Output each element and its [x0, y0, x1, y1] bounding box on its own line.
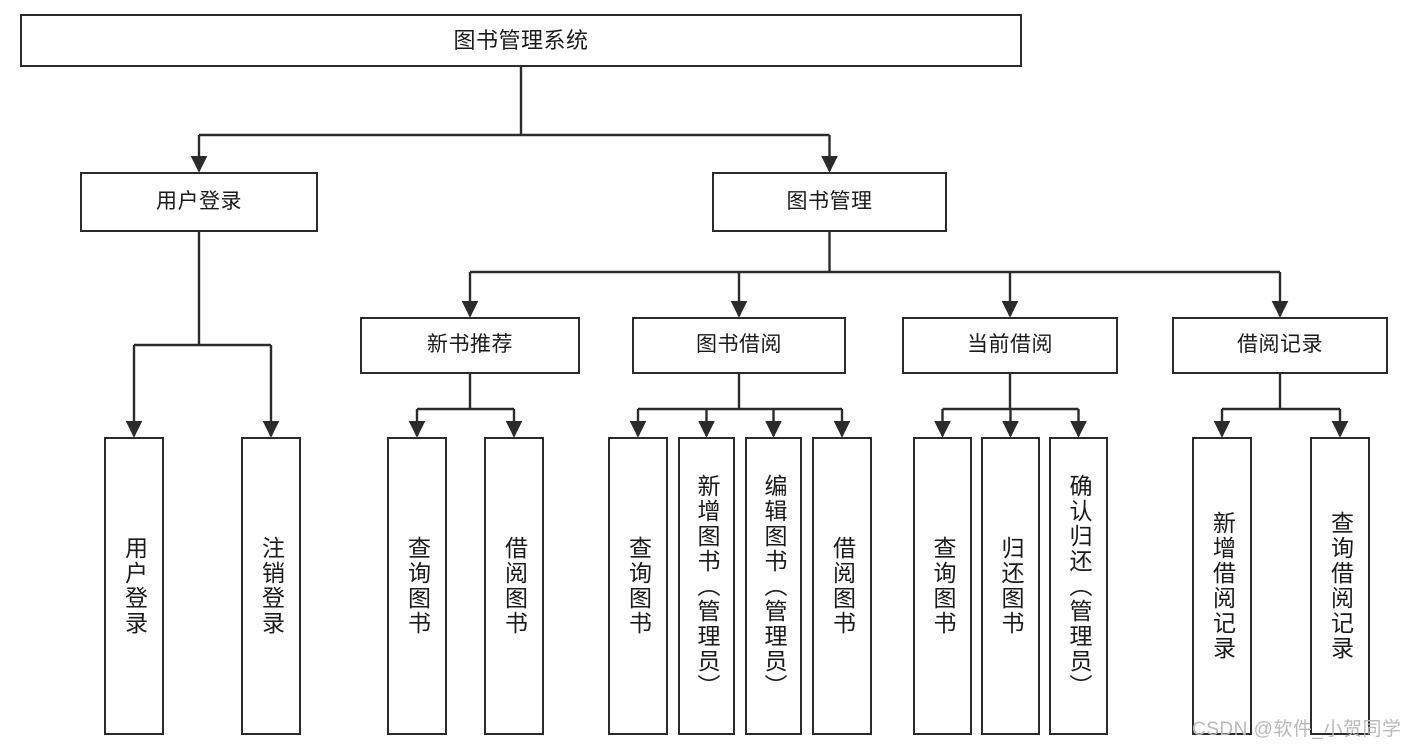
node-book-manage: 图书管理 [712, 172, 947, 232]
node-label-leaf-return-book: 归还图书 [998, 536, 1024, 636]
node-label-leaf-query-book-borrow: 查询图书 [625, 536, 652, 636]
node-label-leaf-add-book-admin: 新增图书（管理员） [694, 473, 720, 699]
node-label-user-login: 用户登录 [156, 189, 242, 213]
node-leaf-query-borrow-record: 查询借阅记录 [1310, 437, 1370, 735]
node-label-leaf-query-borrow-record: 查询借阅记录 [1327, 511, 1354, 661]
node-leaf-query-book-rec: 查询图书 [387, 437, 447, 735]
node-label-current-borrow: 当前借阅 [967, 333, 1053, 357]
node-label-leaf-query-book-rec: 查询图书 [404, 536, 431, 636]
node-label-leaf-confirm-return-admin: 确认归还（管理员） [1066, 473, 1092, 699]
node-leaf-user-login: 用户登录 [104, 437, 164, 735]
node-label-leaf-user-login: 用户登录 [121, 536, 148, 636]
node-leaf-borrow-book-rec: 借阅图书 [484, 437, 544, 735]
node-label-leaf-edit-book-admin: 编辑图书（管理员） [761, 473, 787, 699]
node-leaf-add-book-admin: 新增图书（管理员） [678, 437, 735, 735]
node-new-book-recommend: 新书推荐 [360, 317, 580, 374]
node-leaf-query-book-borrow: 查询图书 [608, 437, 668, 735]
node-label-book-manage: 图书管理 [786, 189, 873, 213]
node-leaf-confirm-return-admin: 确认归还（管理员） [1049, 437, 1108, 735]
node-leaf-user-logout: 注销登录 [241, 437, 301, 735]
node-label-leaf-user-logout: 注销登录 [258, 536, 285, 636]
node-label-new-book-recommend: 新书推荐 [427, 333, 513, 357]
node-label-leaf-query-book-current: 查询图书 [930, 536, 956, 636]
node-borrow-record: 借阅记录 [1172, 317, 1388, 374]
node-book-borrow: 图书借阅 [632, 317, 846, 374]
node-current-borrow: 当前借阅 [902, 317, 1118, 374]
node-label-borrow-record: 借阅记录 [1237, 333, 1323, 357]
node-label-leaf-borrow-book-rec: 借阅图书 [501, 536, 528, 636]
node-leaf-return-book: 归还图书 [981, 437, 1040, 735]
node-label-root: 图书管理系统 [453, 27, 589, 53]
node-leaf-add-borrow-record: 新增借阅记录 [1192, 437, 1252, 735]
node-user-login: 用户登录 [80, 172, 318, 232]
node-leaf-query-book-current: 查询图书 [913, 437, 972, 735]
node-label-leaf-add-borrow-record: 新增借阅记录 [1209, 511, 1236, 661]
node-label-leaf-borrow-book: 借阅图书 [829, 536, 856, 636]
node-leaf-borrow-book: 借阅图书 [812, 437, 872, 735]
node-label-book-borrow: 图书借阅 [696, 333, 782, 357]
csdn-watermark: CSDN @软件_小贺同学 [1192, 719, 1402, 740]
node-leaf-edit-book-admin: 编辑图书（管理员） [745, 437, 802, 735]
node-root: 图书管理系统 [20, 14, 1022, 67]
